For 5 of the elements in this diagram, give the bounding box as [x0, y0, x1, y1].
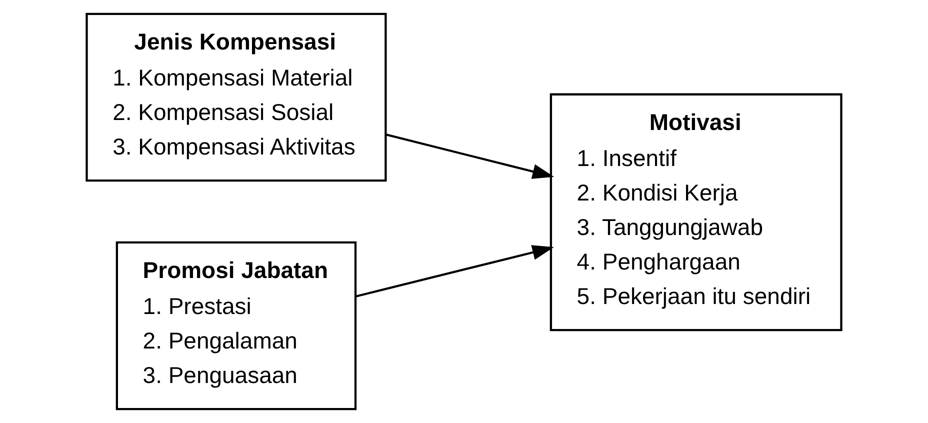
arrow: [356, 245, 554, 298]
arrow: [386, 134, 554, 179]
node-box: Jenis Kompensasi 1. Kompensasi Material 2. Kompensasi Sosial 3. Kompensasi Aktivitas: [86, 12, 387, 182]
node-box: Motivasi 1. Insentif 2. Kondisi Kerja 3. Tanggungjawab 4. Penghargaan 5. Pekerjaan itu sendiri: [550, 93, 842, 332]
node-box: Promosi Jabatan 1. Prestasi 2. Pengalaman 3. Penguasaan: [116, 241, 357, 410]
